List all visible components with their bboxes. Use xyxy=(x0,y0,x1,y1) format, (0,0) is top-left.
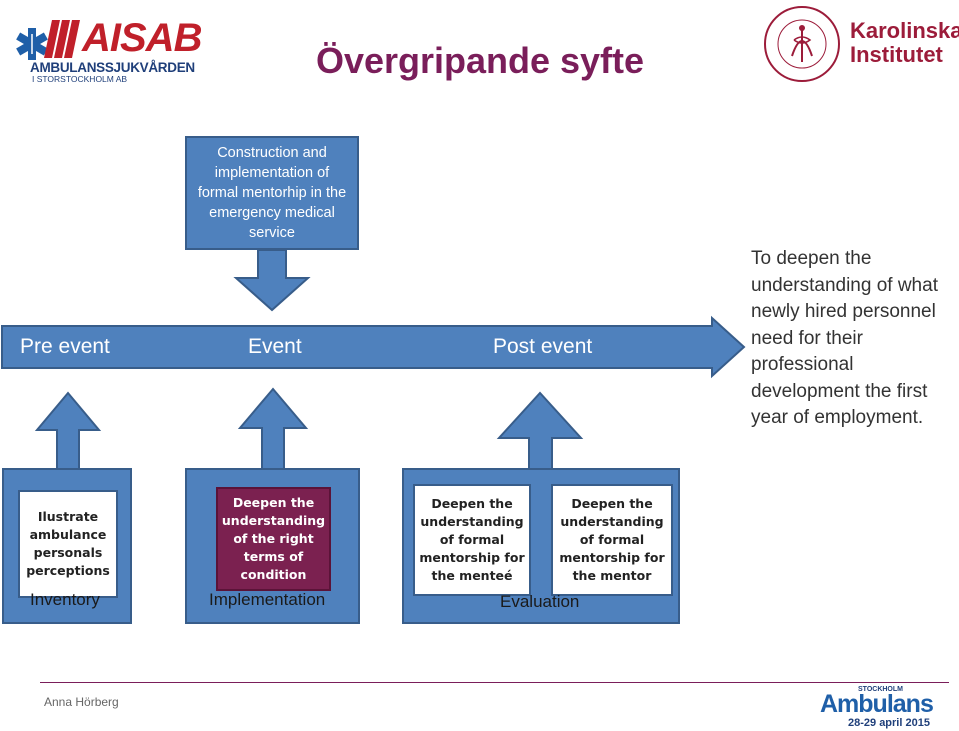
conference-logo: STOCKHOLM Ambulans 28-29 april 2015 xyxy=(818,686,958,730)
evaluation-label: Evaluation xyxy=(500,592,580,611)
conference-logo-top: STOCKHOLM xyxy=(858,686,903,693)
up-arrow-implementation-icon xyxy=(237,387,309,471)
evaluation-mentor-text: Deepen the understanding of formal mento… xyxy=(559,496,665,583)
karolinska-logo-line2: Institutet xyxy=(850,42,943,67)
timeline-pre-event: Pre event xyxy=(20,335,110,358)
aim-description: To deepen the understanding of what newl… xyxy=(751,248,938,428)
goal-box-text: Construction and implementation of forma… xyxy=(197,145,347,241)
evaluation-mentee-box: Deepen the understanding of formal mento… xyxy=(413,484,531,596)
up-arrow-inventory-icon xyxy=(34,391,102,471)
author-name: Anna Hörberg xyxy=(44,695,119,709)
implementation-box-text: Deepen the understanding of the right te… xyxy=(221,495,326,582)
footer-divider xyxy=(40,682,949,683)
inventory-panel: Ilustrate ambulance personals perception… xyxy=(2,468,132,624)
conference-logo-date: 28-29 april 2015 xyxy=(848,717,930,729)
timeline-post-event: Post event xyxy=(493,335,593,358)
aisab-logo-line1: AMBULANSSJUKVÅRDEN xyxy=(30,60,195,75)
aisab-logo-line2: I STORSTOCKHOLM AB xyxy=(32,74,128,84)
conference-logo-name: Ambulans xyxy=(820,690,934,718)
implementation-panel: Deepen the understanding of the right te… xyxy=(185,468,360,624)
aisab-logo-name: AISAB xyxy=(82,16,202,60)
timeline-event: Event xyxy=(248,335,302,358)
implementation-box: Deepen the understanding of the right te… xyxy=(216,487,331,591)
aisab-logo: AISAB AMBULANSSJUKVÅRDEN I STORSTOCKHOLM… xyxy=(10,14,210,84)
karolinska-logo-line1: Karolinska xyxy=(850,18,959,43)
evaluation-panel: Deepen the understanding of formal mento… xyxy=(402,468,680,624)
evaluation-mentor-box: Deepen the understanding of formal mento… xyxy=(551,484,673,596)
goal-box: Construction and implementation of forma… xyxy=(185,136,359,250)
aisab-star-of-life-icon xyxy=(16,20,80,60)
karolinska-seal-icon xyxy=(764,6,840,82)
inventory-box: Ilustrate ambulance personals perception… xyxy=(18,490,118,598)
up-arrow-evaluation-icon xyxy=(496,391,584,471)
implementation-label: Implementation xyxy=(209,590,326,609)
down-arrow-icon xyxy=(233,249,311,312)
inventory-label: Inventory xyxy=(30,590,100,609)
timeline-arrow-icon xyxy=(1,315,746,379)
evaluation-mentee-text: Deepen the understanding of formal mento… xyxy=(419,496,525,583)
page-title: Övergripande syfte xyxy=(315,40,645,81)
inventory-box-text: Ilustrate ambulance personals perception… xyxy=(26,509,110,578)
karolinska-logo: Karolinska Institutet xyxy=(762,4,959,84)
